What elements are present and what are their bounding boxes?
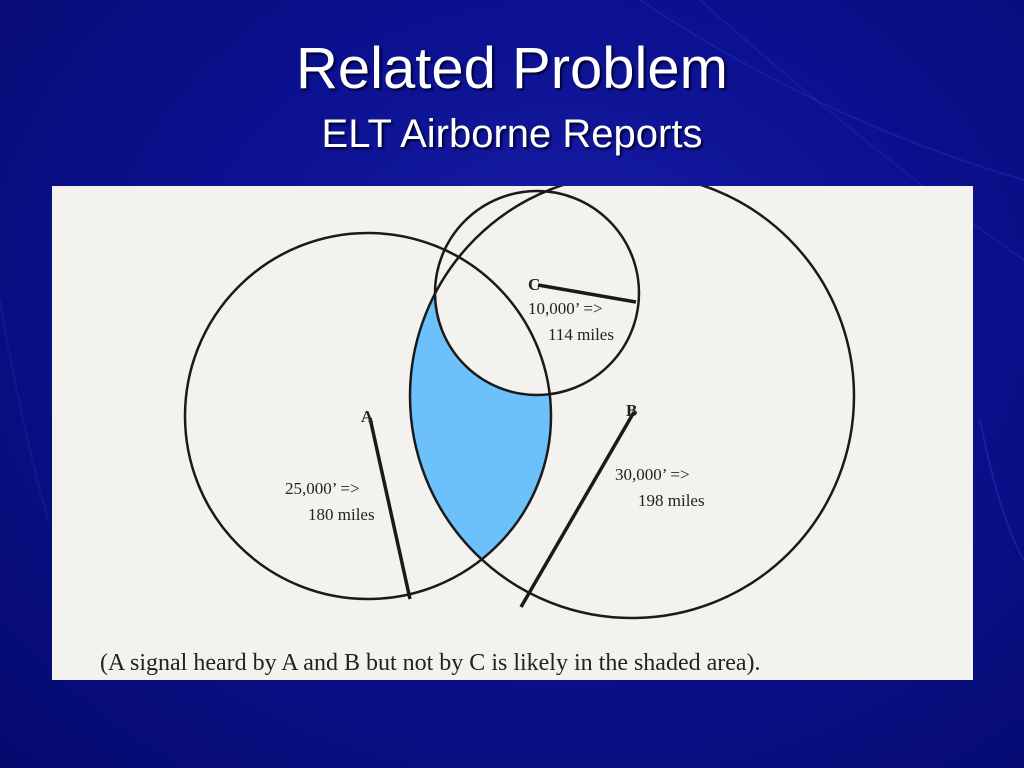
radius-line-a xyxy=(368,417,412,600)
station-c-altitude: 10,000’ => xyxy=(528,299,603,318)
diagram-panel: A B C 10,000’ => 114 miles 25,000’ => 18… xyxy=(52,186,973,680)
shaded-area-group xyxy=(410,233,551,599)
shaded-area xyxy=(410,233,551,599)
station-a-range: 180 miles xyxy=(308,505,375,524)
station-b-label: B xyxy=(626,401,637,420)
radius-line-b xyxy=(519,411,636,608)
radius-line-c xyxy=(537,283,637,304)
station-b-altitude: 30,000’ => xyxy=(615,465,690,484)
diagram-caption: (A signal heard by A and B but not by C … xyxy=(100,650,761,676)
station-c-range: 114 miles xyxy=(548,325,614,344)
station-c-label: C xyxy=(528,275,540,294)
slide-title: Related Problem xyxy=(296,36,728,101)
circle-c xyxy=(433,189,641,397)
station-a-label: A xyxy=(361,407,374,426)
slide-subtitle: ELT Airborne Reports xyxy=(321,112,703,156)
coverage-diagram: A B C 10,000’ => 114 miles 25,000’ => 18… xyxy=(100,186,856,676)
station-a-altitude: 25,000’ => xyxy=(285,479,360,498)
circle-a xyxy=(183,231,553,601)
station-b-range: 198 miles xyxy=(638,491,705,510)
circle-b xyxy=(408,186,856,620)
